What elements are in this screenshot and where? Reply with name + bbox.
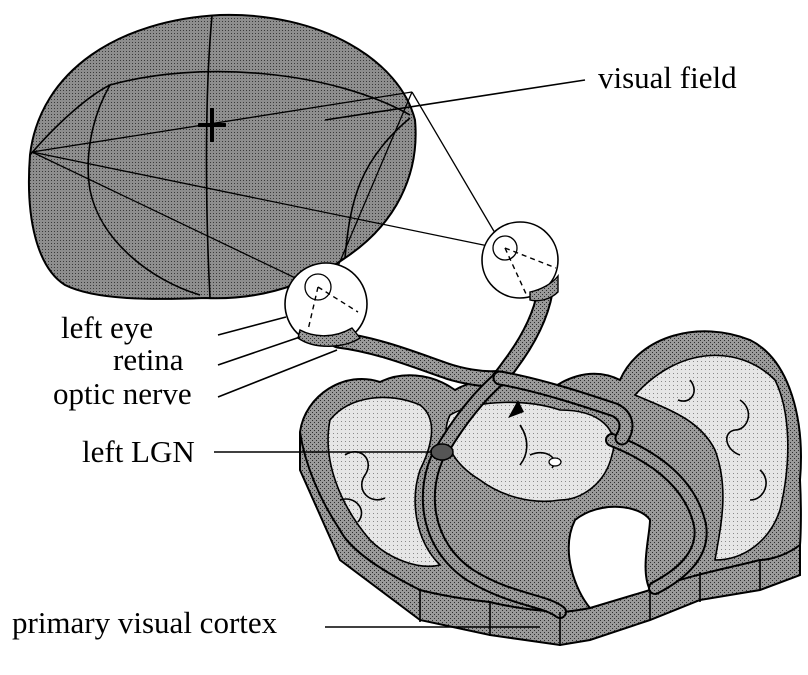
visual-field-label: visual field [598,60,737,95]
left-eye-globe [285,263,367,346]
retina-label: retina [113,342,184,377]
brain-section [300,331,801,646]
label-left-eye: left eye [61,310,286,345]
leader-retina [218,337,300,365]
label-optic-nerve: optic nerve [53,350,337,411]
left-eye-label: left eye [61,310,153,345]
visual-field-dome [29,15,416,299]
leader-left-eye [218,317,286,335]
label-retina: retina [113,337,300,377]
primary-visual-cortex-label: primary visual cortex [12,605,278,640]
leader-optic-nerve [218,350,337,397]
left-lgn-label: left LGN [82,434,195,469]
optic-nerve-label: optic nerve [53,376,192,411]
right-eye-globe [482,222,558,301]
